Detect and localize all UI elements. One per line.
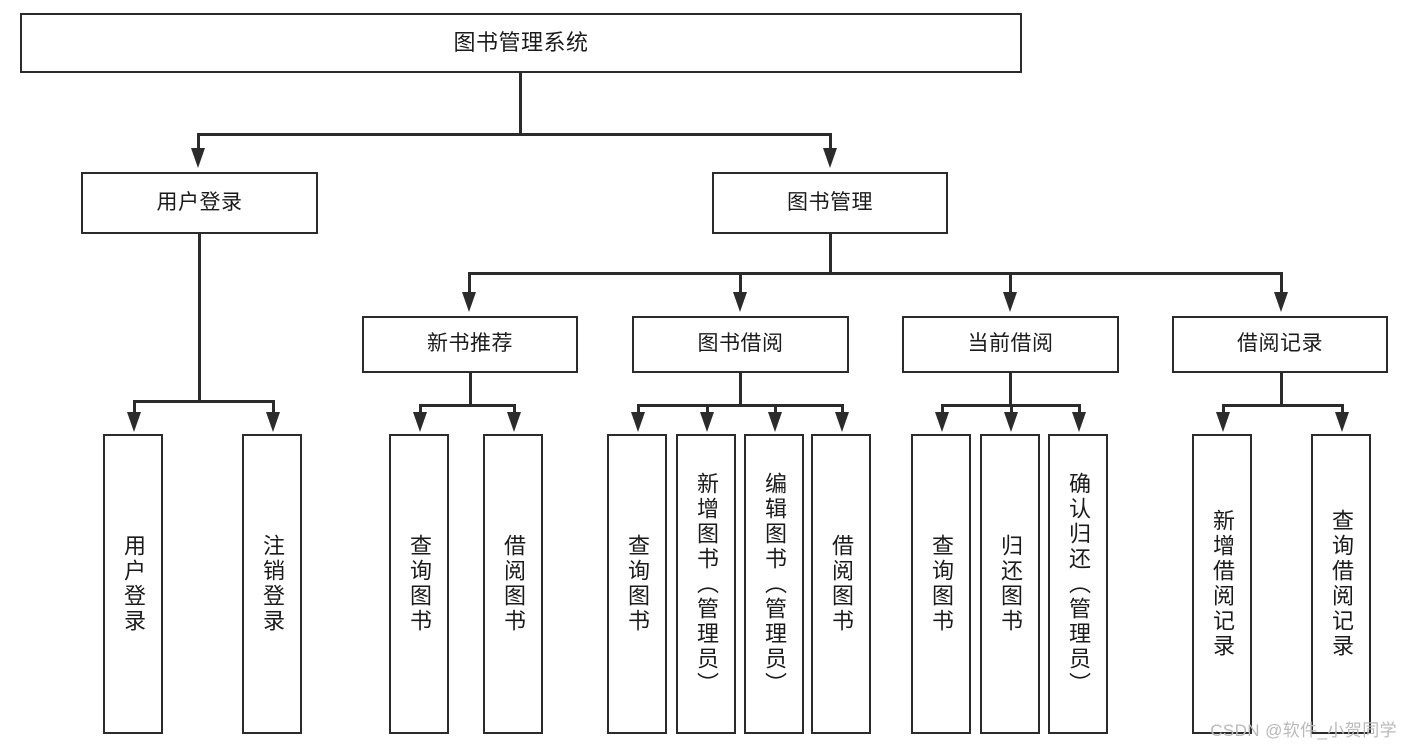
- edge-book-borrow-drop-2: [706, 404, 709, 414]
- arrow-user-login-leaf-1: [127, 412, 141, 432]
- node-book-manage[interactable]: 图书管理: [712, 172, 948, 234]
- node-leaf-logout[interactable]: 注销登录: [242, 434, 302, 734]
- node-current-borrow[interactable]: 当前借阅: [902, 316, 1119, 373]
- arrow-book-manage-to-book-borrow: [733, 292, 747, 312]
- node-leaf-return-book-label: 归还图书: [998, 534, 1023, 634]
- arrow-borrow-record-leaf-2: [1335, 412, 1349, 432]
- arrow-root-to-user-login: [191, 148, 205, 168]
- edge-borrow-record-drop-1: [1222, 404, 1225, 414]
- edge-book-borrow-drop-1: [637, 404, 640, 414]
- edge-new-book-rec-bus: [419, 404, 514, 407]
- edge-book-borrow-drop-4: [841, 404, 844, 414]
- edge-borrow-record-stem: [1280, 373, 1283, 406]
- node-leaf-borrow-book-1[interactable]: 借阅图书: [483, 434, 543, 734]
- edge-book-manage-drop-3: [1009, 272, 1012, 294]
- node-user-login-label: 用户登录: [156, 190, 243, 214]
- arrow-book-borrow-leaf-3: [768, 412, 782, 432]
- arrow-new-book-rec-leaf-2: [507, 412, 521, 432]
- edge-user-login-stem: [198, 234, 201, 402]
- edge-book-manage-drop-1: [468, 272, 471, 294]
- node-leaf-query-book-3-label: 查询图书: [929, 534, 954, 634]
- arrow-current-borrow-leaf-3: [1072, 412, 1086, 432]
- node-leaf-user-login[interactable]: 用户登录: [103, 434, 163, 734]
- arrow-borrow-record-leaf-1: [1216, 412, 1230, 432]
- edge-book-borrow-drop-3: [774, 404, 777, 414]
- edge-book-manage-stem: [829, 234, 832, 274]
- node-current-borrow-label: 当前借阅: [967, 332, 1054, 356]
- node-leaf-borrow-book-2[interactable]: 借阅图书: [811, 434, 871, 734]
- edge-user-login-drop-1: [133, 400, 136, 414]
- edge-new-book-rec-stem: [469, 373, 472, 406]
- edge-new-book-rec-drop-2: [513, 404, 516, 414]
- node-leaf-confirm-return-label: 确认归还（管理员）: [1066, 471, 1091, 697]
- edge-current-borrow-drop-1: [941, 404, 944, 414]
- node-user-login[interactable]: 用户登录: [81, 172, 318, 234]
- edge-book-manage-drop-4: [1280, 272, 1283, 294]
- node-leaf-borrow-book-2-label: 借阅图书: [829, 534, 854, 634]
- node-new-book-rec-label: 新书推荐: [427, 332, 513, 356]
- arrow-current-borrow-leaf-1: [935, 412, 949, 432]
- edge-new-book-rec-drop-1: [419, 404, 422, 414]
- watermark-text: CSDN @软件_小贺同学: [1210, 721, 1397, 740]
- edge-current-borrow-drop-2: [1010, 404, 1013, 414]
- arrow-book-manage-to-new-book-rec: [462, 292, 476, 312]
- edge-book-manage-drop-2: [739, 272, 742, 294]
- edge-borrow-record-bus: [1222, 404, 1342, 407]
- node-borrow-record[interactable]: 借阅记录: [1172, 316, 1388, 373]
- arrow-book-manage-to-borrow-record: [1274, 292, 1288, 312]
- edge-book-borrow-stem: [739, 373, 742, 406]
- node-borrow-record-label: 借阅记录: [1237, 332, 1323, 356]
- node-leaf-add-record[interactable]: 新增借阅记录: [1192, 434, 1252, 734]
- node-leaf-add-book[interactable]: 新增图书（管理员）: [676, 434, 736, 734]
- edge-current-borrow-stem: [1009, 373, 1012, 406]
- node-root-label: 图书管理系统: [453, 30, 589, 56]
- edge-book-manage-bus: [468, 272, 1280, 275]
- arrow-book-borrow-leaf-1: [631, 412, 645, 432]
- node-leaf-edit-book[interactable]: 编辑图书（管理员）: [744, 434, 804, 734]
- edge-current-borrow-drop-3: [1078, 404, 1081, 414]
- arrow-current-borrow-leaf-2: [1004, 412, 1018, 432]
- arrow-root-to-book-manage: [823, 148, 837, 168]
- edge-root-to-user-login: [197, 133, 200, 151]
- node-book-borrow[interactable]: 图书借阅: [632, 316, 849, 373]
- node-leaf-query-book-2[interactable]: 查询图书: [607, 434, 667, 734]
- edge-borrow-record-drop-2: [1341, 404, 1344, 414]
- edge-user-login-bus: [133, 400, 273, 403]
- edge-root-stem: [519, 73, 522, 135]
- arrow-book-borrow-leaf-4: [835, 412, 849, 432]
- node-new-book-rec[interactable]: 新书推荐: [362, 316, 578, 373]
- node-leaf-edit-book-label: 编辑图书（管理员）: [762, 471, 787, 697]
- node-leaf-confirm-return[interactable]: 确认归还（管理员）: [1048, 434, 1108, 734]
- node-leaf-logout-label: 注销登录: [260, 534, 285, 634]
- arrow-new-book-rec-leaf-1: [413, 412, 427, 432]
- node-leaf-add-record-label: 新增借阅记录: [1210, 509, 1235, 659]
- node-leaf-query-record-label: 查询借阅记录: [1329, 509, 1354, 659]
- node-leaf-query-record[interactable]: 查询借阅记录: [1311, 434, 1371, 734]
- node-leaf-query-book-2-label: 查询图书: [625, 534, 650, 634]
- node-leaf-query-book-1[interactable]: 查询图书: [389, 434, 449, 734]
- node-leaf-query-book-1-label: 查询图书: [407, 534, 432, 634]
- edge-root-to-book-manage: [829, 133, 832, 151]
- node-leaf-query-book-3[interactable]: 查询图书: [911, 434, 971, 734]
- arrow-book-manage-to-current-borrow: [1003, 292, 1017, 312]
- node-root[interactable]: 图书管理系统: [20, 13, 1022, 73]
- node-leaf-user-login-label: 用户登录: [121, 534, 146, 634]
- node-leaf-add-book-label: 新增图书（管理员）: [694, 471, 719, 697]
- node-book-borrow-label: 图书借阅: [697, 332, 784, 356]
- edge-user-login-drop-2: [272, 400, 275, 414]
- arrow-book-borrow-leaf-2: [700, 412, 714, 432]
- node-book-manage-label: 图书管理: [787, 190, 873, 214]
- node-leaf-borrow-book-1-label: 借阅图书: [501, 534, 526, 634]
- node-leaf-return-book[interactable]: 归还图书: [980, 434, 1040, 734]
- edge-book-borrow-bus: [637, 404, 842, 407]
- arrow-user-login-leaf-2: [266, 412, 280, 432]
- edge-root-bus: [197, 133, 831, 136]
